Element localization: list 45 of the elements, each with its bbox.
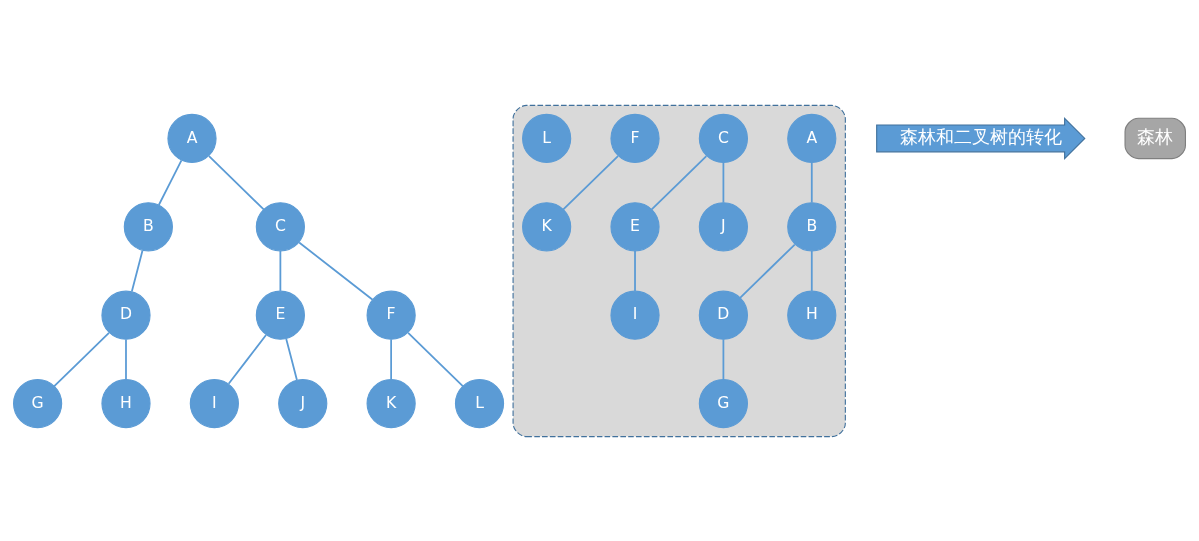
node-circle: I [189, 378, 239, 428]
node-circle: B [123, 201, 173, 251]
connector [279, 249, 282, 292]
node-circle: D [698, 290, 748, 340]
node-box: 森林 [1124, 117, 1186, 159]
node-circle: H [787, 290, 837, 340]
connector [810, 161, 813, 203]
node-circle: A [787, 113, 837, 163]
node-circle: B [787, 201, 837, 251]
connector [407, 331, 464, 387]
node-circle: J [278, 378, 328, 428]
node-circle: G [698, 378, 748, 428]
connector [298, 241, 374, 301]
node-circle: F [610, 113, 660, 163]
node-circle: A [167, 113, 217, 163]
connector [562, 154, 619, 210]
connector [739, 243, 796, 299]
connector [157, 159, 183, 206]
node-circle: J [698, 201, 748, 251]
node-circle: D [101, 290, 151, 340]
connector [130, 249, 144, 292]
node-circle: I [610, 290, 660, 340]
connector [285, 337, 298, 381]
node-circle: L [522, 113, 572, 163]
connector [722, 338, 725, 380]
connector [634, 249, 636, 292]
node-circle: C [255, 201, 305, 251]
connector [722, 161, 725, 203]
node-circle: E [610, 201, 660, 251]
connector [390, 338, 393, 380]
connector [125, 338, 127, 380]
node-circle: G [13, 378, 63, 428]
connector [208, 154, 265, 210]
node-circle: K [522, 201, 572, 251]
node-circle: E [255, 290, 305, 340]
node-circle: F [366, 290, 416, 340]
node-circle: H [101, 378, 151, 428]
node-circle: K [366, 378, 416, 428]
connector [810, 249, 813, 292]
connector [227, 333, 267, 385]
node-circle: C [698, 113, 748, 163]
node-circle: L [454, 378, 505, 428]
connector [53, 331, 110, 387]
cluster [512, 104, 846, 437]
connector [650, 154, 708, 210]
